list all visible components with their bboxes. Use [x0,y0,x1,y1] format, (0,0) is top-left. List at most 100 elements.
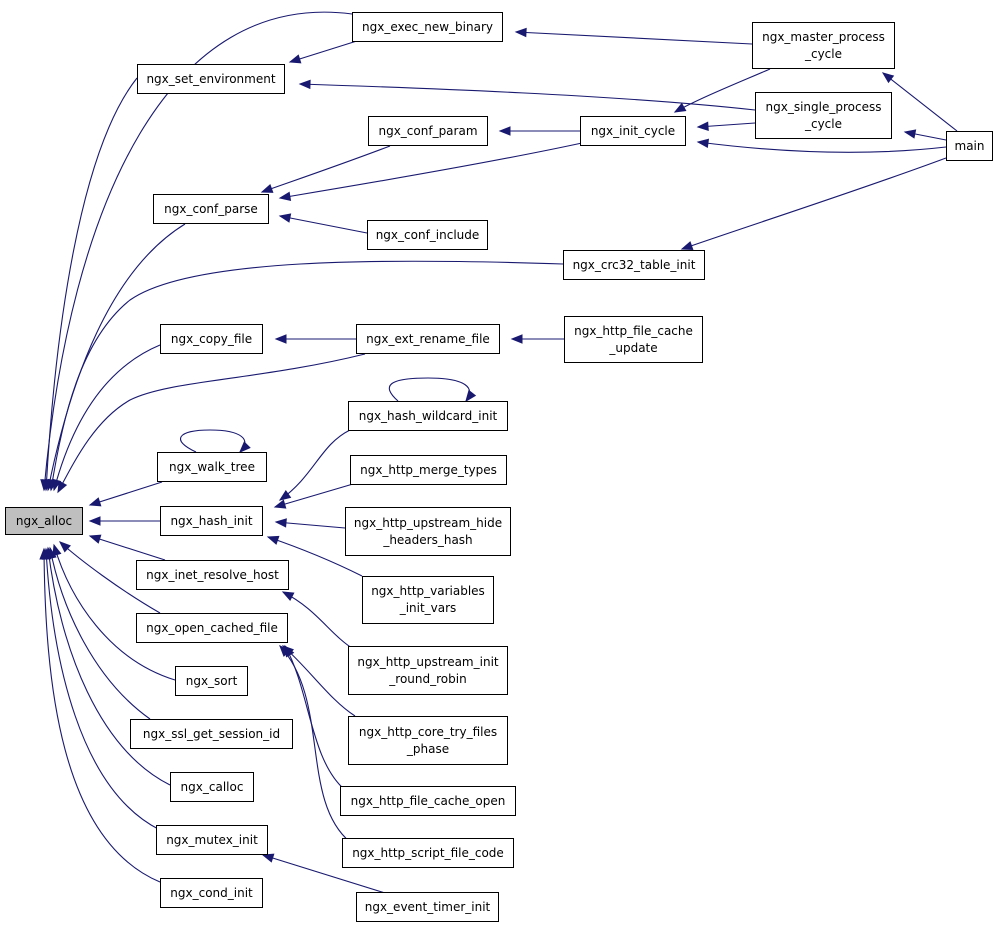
node-ngx-init-cycle[interactable]: ngx_init_cycle [580,116,686,146]
edge-main-to-ngx_master_process_cycle [881,72,958,132]
arrowhead-icon [465,389,477,403]
edge-ngx_walk_tree-to-ngx_walk_tree [180,429,251,453]
node-ngx-calloc[interactable]: ngx_calloc [170,772,254,802]
edge-main-to-ngx_single_process_cycle [903,129,947,141]
edge-ngx_http_upstream_init_round_robin-to-ngx_inet_resolve_host [281,591,356,651]
arrowhead-icon [274,518,287,528]
arrowhead-icon [498,126,511,136]
arrowhead-icon [514,27,527,38]
arrowhead-icon [58,541,71,553]
edge-main-to-ngx_init_cycle [696,138,947,153]
arrowhead-icon [680,241,694,251]
arrowhead-icon [696,121,709,131]
node-ngx-hash-wildcard-init[interactable]: ngx_hash_wildcard_init [348,401,508,431]
node-ngx-event-timer-init[interactable]: ngx_event_timer_init [356,892,499,922]
edge-ngx_ext_rename_file-to-ngx_alloc [57,353,366,494]
arrowhead-icon [298,79,311,90]
node-ngx-mutex-init[interactable]: ngx_mutex_init [156,825,268,855]
arrowhead-icon [278,490,292,501]
arrowhead-icon [881,72,895,84]
arrowhead-icon [88,534,102,544]
node-ngx-http-script-file-code[interactable]: ngx_http_script_file_code [342,838,514,868]
node-ngx-alloc: ngx_alloc [5,507,83,535]
arrowhead-icon [696,138,710,149]
arrowhead-icon [281,591,295,602]
node-ngx-ext-rename-file[interactable]: ngx_ext_rename_file [356,324,500,354]
node-ngx-http-file-cache-open[interactable]: ngx_http_file_cache_open [340,786,516,816]
arrowhead-icon [288,54,302,64]
arrowhead-icon [261,853,275,863]
arrowhead-icon [279,645,291,657]
edge-ngx_init_cycle-to-ngx_conf_param [498,126,580,136]
arrowhead-icon [57,480,68,494]
arrowhead-icon [39,547,49,560]
node-ngx-http-merge-types[interactable]: ngx_http_merge_types [350,455,507,485]
node-ngx-set-environment[interactable]: ngx_set_environment [137,64,285,94]
node-ngx-conf-param[interactable]: ngx_conf_param [368,116,488,146]
edge-ngx_http_file_cache_update-to-ngx_ext_rename_file [510,334,564,344]
node-ngx-conf-include[interactable]: ngx_conf_include [367,220,488,250]
edge-ngx_conf_include-to-ngx_conf_parse [278,213,368,234]
node-ngx-ssl-get-session-id[interactable]: ngx_ssl_get_session_id [130,719,293,749]
arrowhead-icon [278,213,292,223]
node-ngx-http-variables-init-vars[interactable]: ngx_http_variables _init_vars [362,576,494,624]
arrowhead-icon [52,478,62,492]
edge-ngx_copy_file-to-ngx_alloc [52,344,161,492]
arrowhead-icon [903,129,917,139]
node-ngx-http-upstream-hide-headers-hash[interactable]: ngx_http_upstream_hide _headers_hash [345,507,511,556]
arrowhead-icon [266,535,280,545]
edge-ngx_master_process_cycle-to-ngx_init_cycle [673,68,771,113]
arrowhead-icon [273,499,287,509]
arrowhead-icon [278,191,292,201]
node-ngx-cond-init[interactable]: ngx_cond_init [160,878,263,908]
node-ngx-http-core-try-files-phase[interactable]: ngx_http_core_try_files _phase [348,716,508,765]
node-ngx-http-upstream-init-round-robin[interactable]: ngx_http_upstream_init _round_robin [348,646,508,695]
node-ngx-exec-new-binary[interactable]: ngx_exec_new_binary [352,12,503,42]
node-ngx-conf-parse[interactable]: ngx_conf_parse [153,194,269,224]
edge-main-to-ngx_crc32_table_init [680,157,947,251]
edge-ngx_inet_resolve_host-to-ngx_alloc [88,534,166,561]
edge-ngx_init_cycle-to-ngx_conf_parse [278,142,583,201]
edge-ngx_mutex_init-to-ngx_alloc [41,547,161,831]
edge-ngx_ext_rename_file-to-ngx_copy_file [274,334,356,344]
arrowhead-icon [673,102,687,113]
arrowhead-icon [239,441,251,453]
node-ngx-single-process-cycle[interactable]: ngx_single_process _cycle [755,92,892,139]
node-ngx-http-file-cache-update[interactable]: ngx_http_file_cache _update [564,316,703,363]
node-ngx-copy-file[interactable]: ngx_copy_file [160,324,263,354]
arrowhead-icon [510,334,523,344]
edge-ngx_event_timer_init-to-ngx_mutex_init [261,853,386,894]
arrowhead-icon [52,543,62,557]
node-ngx-master-process-cycle[interactable]: ngx_master_process _cycle [752,22,895,69]
node-main[interactable]: main [946,131,993,161]
node-ngx-open-cached-file[interactable]: ngx_open_cached_file [136,613,288,643]
arrowhead-icon [260,184,274,193]
edge-ngx_hash_wildcard_init-to-ngx_hash_wildcard_init [388,377,477,403]
edge-ngx_single_process_cycle-to-ngx_init_cycle [696,121,756,131]
edge-ngx_http_file_cache_open-to-ngx_open_cached_file [284,644,346,791]
node-ngx-hash-init[interactable]: ngx_hash_init [160,506,263,536]
edge-ngx_conf_param-to-ngx_conf_parse [260,145,391,193]
edge-ngx_http_upstream_hide_headers_hash-to-ngx_hash_init [274,518,346,529]
edge-ngx_http_variables_init_vars-to-ngx_hash_init [266,535,363,577]
edge-ngx_http_merge_types-to-ngx_hash_init [273,483,354,509]
edge-ngx_set_environment-to-ngx_alloc [41,77,138,492]
edge-ngx_single_process_cycle-to-ngx_set_environment [298,79,756,111]
edge-ngx_sort-to-ngx_alloc [52,543,176,681]
edge-ngx_master_process_cycle-to-ngx_exec_new_binary [514,27,753,45]
node-ngx-crc32-table-init[interactable]: ngx_crc32_table_init [563,250,705,280]
arrowhead-icon [88,516,101,526]
edge-ngx_exec_new_binary-to-ngx_set_environment [288,39,361,64]
edge-ngx_http_core_try_files_phase-to-ngx_open_cached_file [281,645,356,717]
edge-ngx_walk_tree-to-ngx_alloc [88,481,163,507]
edge-ngx_open_cached_file-to-ngx_alloc [58,541,161,614]
node-ngx-sort[interactable]: ngx_sort [175,666,248,696]
node-ngx-walk-tree[interactable]: ngx_walk_tree [157,452,267,482]
node-ngx-inet-resolve-host[interactable]: ngx_inet_resolve_host [136,560,289,590]
edge-ngx_cond_init-to-ngx_alloc [39,547,161,883]
arrowhead-icon [88,497,102,507]
edge-ngx_hash_wildcard_init-to-ngx_hash_init [278,429,351,501]
arrowhead-icon [274,334,287,344]
